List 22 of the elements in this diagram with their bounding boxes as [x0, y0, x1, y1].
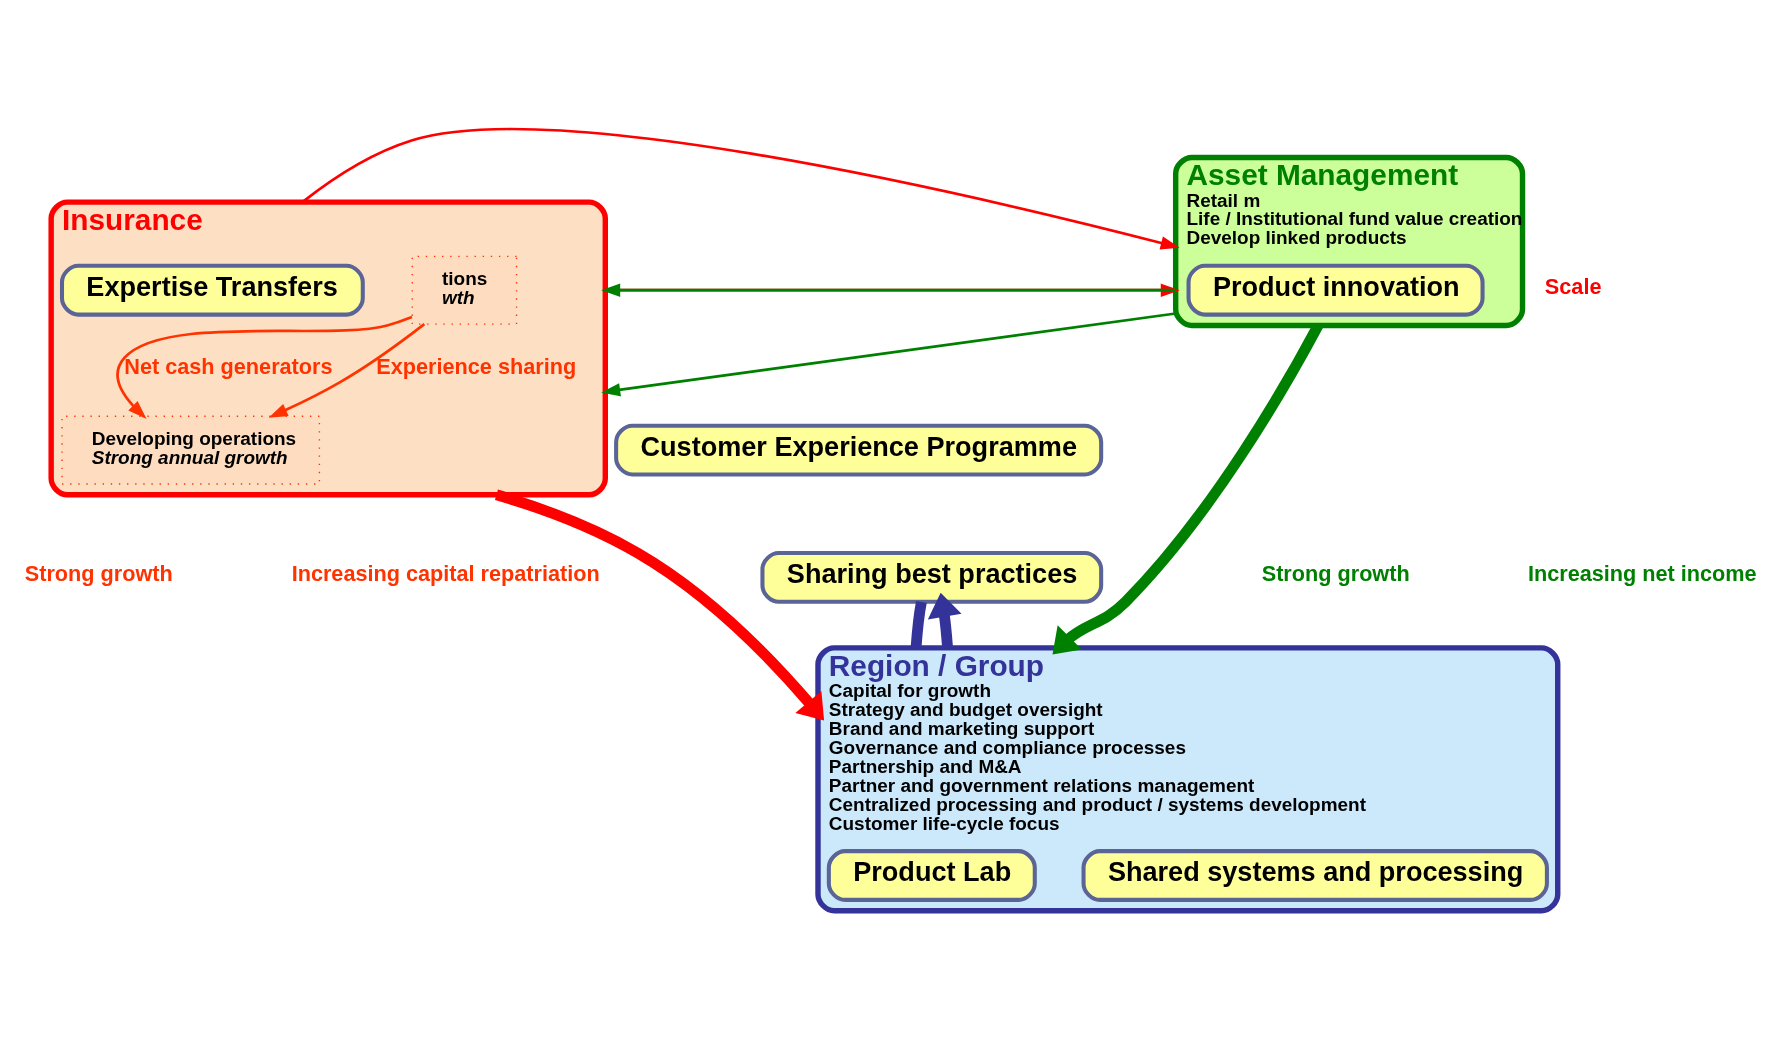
edge-label: Experience sharing — [376, 353, 577, 379]
arrow — [927, 592, 962, 648]
edge-label: Net cash generators — [124, 353, 333, 379]
node-box: Sharing best practices — [760, 550, 1104, 604]
node-box: Customer Experience Programme — [614, 423, 1104, 476]
arrow — [601, 311, 1176, 396]
arrow — [116, 315, 413, 419]
node-box: Expertise Transfers — [59, 263, 365, 317]
node-box: Shared systems and processing — [1081, 848, 1549, 902]
node-box: Developing operations Strong annual growth — [61, 415, 321, 485]
label: Scale — [1544, 273, 1602, 299]
connector — [910, 600, 927, 648]
node-box: tions wth — [411, 255, 518, 325]
node-box: Product innovation — [1186, 263, 1485, 317]
arrow — [494, 489, 825, 721]
label: Strong growth — [24, 560, 173, 586]
arrow — [268, 322, 426, 418]
label: Increasing capital repatriation — [291, 560, 600, 586]
label: Strong growth — [1261, 560, 1410, 586]
node-box: Product Lab — [826, 848, 1037, 902]
label: Increasing net income — [1527, 560, 1757, 586]
arrow — [301, 127, 1180, 249]
